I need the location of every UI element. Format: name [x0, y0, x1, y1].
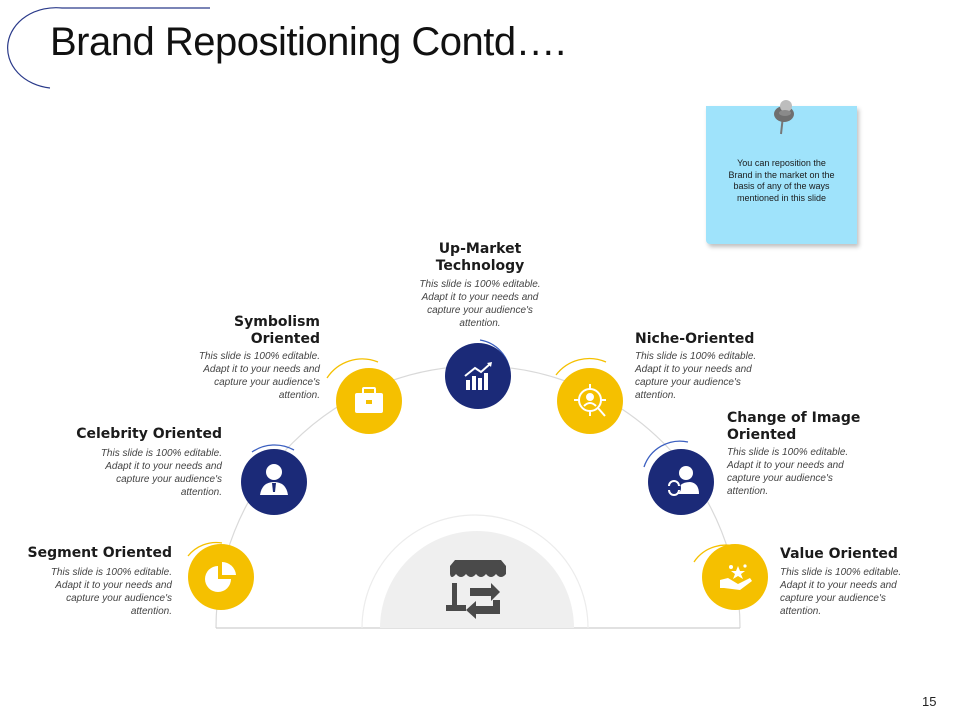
desc-upmarket: This slide is 100% editable. Adapt it to… [419, 279, 541, 329]
accent-arc-segment [187, 541, 223, 557]
bar-chart-icon [464, 362, 492, 390]
desc-value: This slide is 100% editable. Adapt it to… [780, 567, 902, 617]
label-upmarket: Up-Market Technology [405, 241, 555, 275]
pie-chart-icon [205, 562, 236, 592]
desc-celebrity: This slide is 100% editable. Adapt it to… [100, 448, 222, 498]
node-upmarket [445, 343, 511, 409]
desc-segment: This slide is 100% editable. Adapt it to… [50, 567, 172, 617]
label-upmarket-line1: Up-Market [438, 241, 522, 257]
person-icon [260, 464, 288, 495]
storefront-exchange-icon [446, 560, 506, 619]
label-symbolism: Symbolism Oriented [170, 314, 320, 348]
accent-arc-celebrity [251, 444, 295, 453]
label-upmarket-line2: Technology [435, 258, 525, 274]
label-niche: Niche-Oriented [635, 331, 755, 347]
label-change: Change of Image Oriented [727, 410, 887, 444]
label-celebrity: Celebrity Oriented [76, 426, 222, 442]
label-change-line1: Change of Image [727, 410, 861, 426]
desc-niche: This slide is 100% editable. Adapt it to… [635, 351, 757, 401]
desc-change: This slide is 100% editable. Adapt it to… [727, 447, 849, 497]
accent-arc-niche [555, 357, 607, 376]
hand-star-icon [720, 564, 752, 590]
label-symbolism-line1: Symbolism [234, 314, 320, 330]
label-value: Value Oriented [780, 546, 898, 562]
accent-arc-symbolism [326, 358, 379, 379]
target-user-icon [574, 384, 606, 417]
push-pin-icon [774, 100, 794, 135]
accent-arc-change [643, 440, 689, 468]
label-symbolism-line2: Oriented [250, 331, 320, 347]
hub-outer-ring [361, 514, 589, 629]
briefcase-icon [355, 387, 383, 413]
node-change [648, 449, 714, 515]
slide-title: Brand Repositioning Contd…. [50, 20, 566, 64]
node-segment [188, 544, 254, 610]
label-segment: Segment Oriented [27, 545, 173, 561]
desc-symbolism: This slide is 100% editable. Adapt it to… [198, 351, 320, 401]
page-number: 15 [922, 694, 937, 709]
title-corner-arc [7, 7, 210, 89]
person-refresh-icon [667, 466, 699, 496]
label-change-line2: Oriented [727, 427, 797, 443]
sticky-note-text: You can reposition the Brand in the mark… [728, 158, 835, 203]
hub-disc [380, 531, 574, 628]
